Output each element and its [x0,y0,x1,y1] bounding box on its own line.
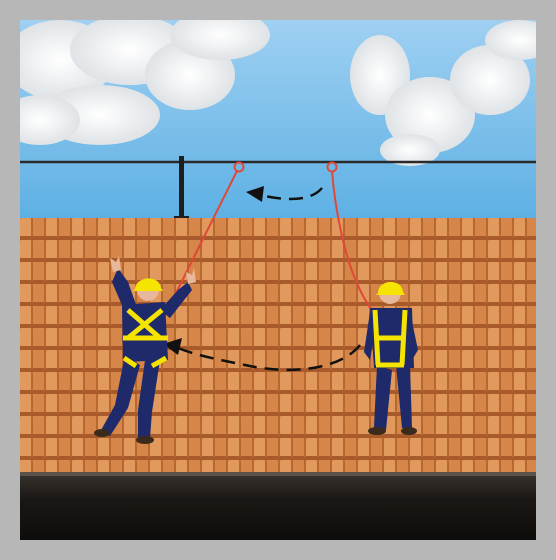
anchor-post [179,156,184,220]
roof-safety-scene [20,20,536,540]
roof-gutter [20,472,536,540]
scene-svg [20,20,536,540]
